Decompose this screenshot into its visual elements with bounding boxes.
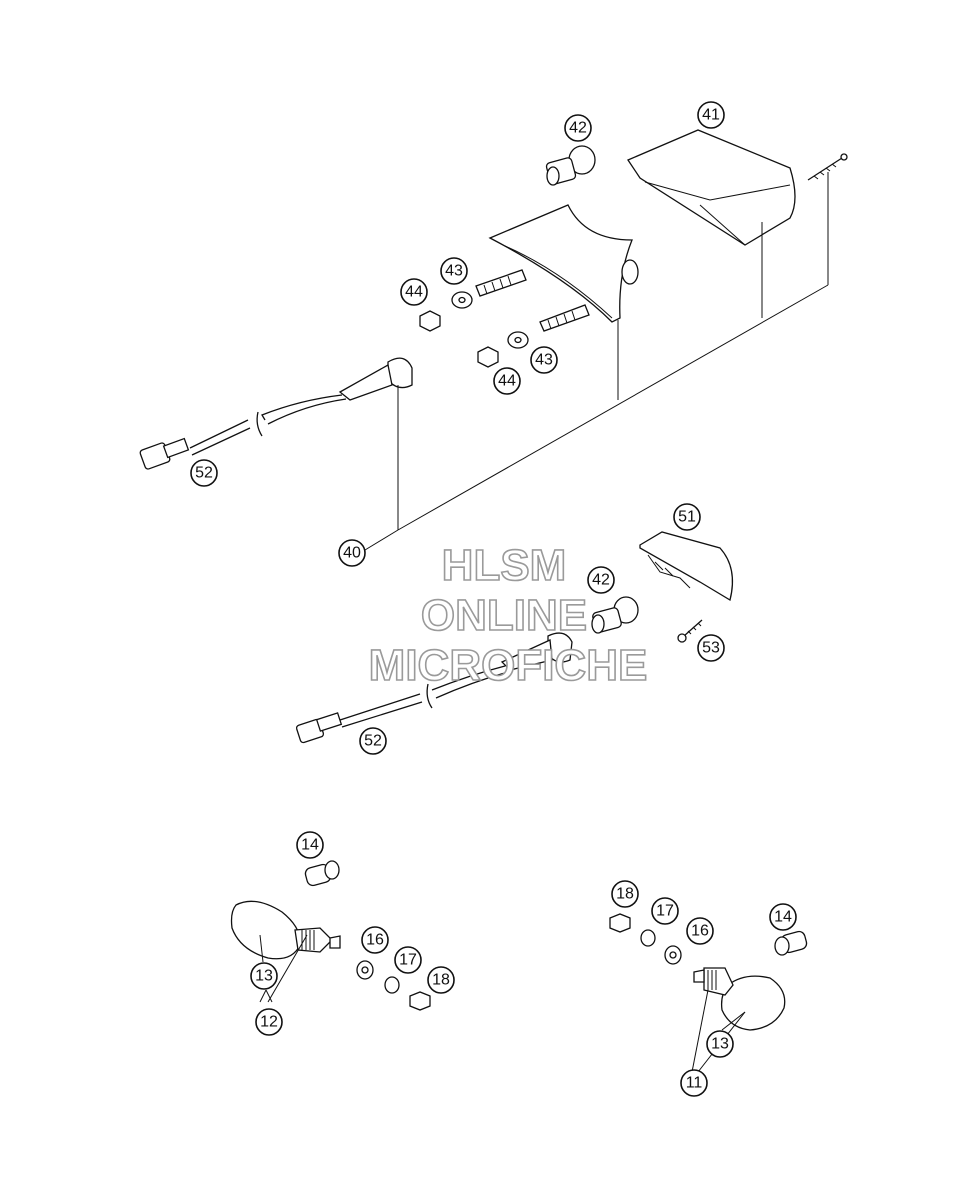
washer-nut-right (609, 913, 682, 965)
callout-44: 44 (400, 278, 428, 306)
license-light-housing-51 (639, 531, 734, 602)
callout-13: 13 (250, 962, 278, 990)
callout-14: 14 (769, 903, 797, 931)
svg-text:18: 18 (616, 886, 634, 903)
callout-16: 16 (361, 926, 389, 954)
callout-51: 51 (673, 503, 701, 531)
callout-53: 53 (697, 634, 725, 662)
svg-text:16: 16 (366, 932, 384, 949)
svg-text:12: 12 (260, 1014, 278, 1031)
callout-12: 12 (255, 1008, 283, 1036)
socket-wire-52-lower (295, 632, 573, 744)
svg-text:11: 11 (686, 1075, 703, 1092)
leader-lines-left (259, 934, 308, 1003)
bulb-42-lower (591, 596, 639, 634)
svg-text:42: 42 (592, 572, 610, 589)
callout-52: 52 (190, 459, 218, 487)
screw-53 (677, 619, 703, 643)
svg-text:13: 13 (711, 1036, 729, 1053)
callout-44: 44 (493, 367, 521, 395)
svg-text:40: 40 (343, 545, 361, 562)
callout-42: 42 (564, 114, 592, 142)
svg-text:53: 53 (702, 640, 720, 657)
watermark-line-1: HLSM (442, 541, 567, 590)
tail-light-screw (807, 153, 848, 181)
svg-text:43: 43 (445, 263, 463, 280)
washer-nut-left (356, 960, 431, 1011)
svg-text:52: 52 (195, 465, 213, 482)
bulb-42-top (545, 145, 596, 186)
callout-43: 43 (530, 346, 558, 374)
svg-text:43: 43 (535, 352, 553, 369)
svg-text:42: 42 (569, 120, 587, 137)
callout-16: 16 (686, 917, 714, 945)
watermark: HLSM ONLINE MICROFICHE (368, 540, 648, 691)
callout-18: 18 (611, 880, 639, 908)
svg-text:51: 51 (678, 509, 696, 526)
callout-43: 43 (440, 257, 468, 285)
svg-text:17: 17 (656, 903, 674, 920)
svg-text:16: 16 (691, 923, 709, 940)
tail-light-housing (488, 204, 639, 323)
callout-42: 42 (587, 566, 615, 594)
svg-text:17: 17 (399, 952, 417, 969)
washers-nuts-upper (419, 291, 529, 368)
svg-text:18: 18 (432, 972, 450, 989)
tail-light-lens-41 (627, 129, 796, 246)
svg-text:13: 13 (255, 968, 273, 985)
bulb-14-right (774, 930, 808, 956)
svg-text:41: 41 (702, 107, 720, 124)
callout-17: 17 (394, 946, 422, 974)
studs (475, 269, 590, 332)
leader-lines-40 (364, 172, 829, 551)
svg-text:14: 14 (301, 837, 319, 854)
svg-text:14: 14 (774, 909, 792, 926)
callout-52: 52 (359, 727, 387, 755)
turn-signal-right-lens (693, 967, 786, 1031)
svg-text:52: 52 (364, 733, 382, 750)
svg-text:44: 44 (405, 284, 423, 301)
callout-41: 41 (697, 101, 725, 129)
watermark-line-3: MICROFICHE (369, 641, 648, 690)
bulb-14-left (304, 860, 340, 887)
socket-wire-52-upper (139, 357, 413, 470)
callout-11: 11 (680, 1069, 708, 1097)
turn-signal-left-lens (230, 900, 341, 960)
watermark-line-2: ONLINE (421, 591, 587, 640)
callout-17: 17 (651, 897, 679, 925)
callout-18: 18 (427, 966, 455, 994)
callout-13: 13 (706, 1030, 734, 1058)
callout-14: 14 (296, 831, 324, 859)
svg-text:44: 44 (498, 373, 516, 390)
callout-40: 40 (338, 539, 366, 567)
